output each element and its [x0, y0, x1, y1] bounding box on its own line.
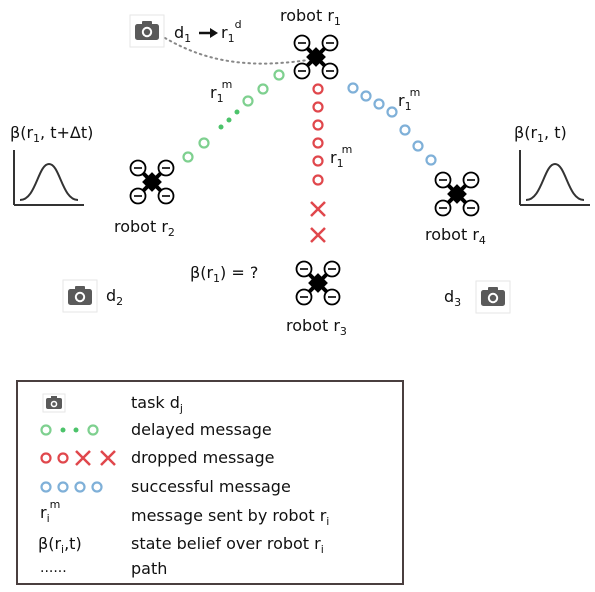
- camera-icon: [42, 393, 66, 413]
- task-d3-label: d3: [444, 287, 461, 309]
- delayed-message-chain: [182, 69, 285, 163]
- task-d2-label: d2: [106, 286, 123, 308]
- d1-label: d1: [174, 23, 191, 45]
- quadcopter-icon: [128, 158, 176, 206]
- legend-task-label: task dj: [131, 393, 183, 415]
- quadcopter-icon: [294, 259, 342, 307]
- robot-r2-label: robot r2: [114, 217, 175, 239]
- message-label-delayed: r1m: [210, 78, 232, 105]
- legend-path-symbol: ......: [40, 560, 67, 576]
- legend-delayed-label: delayed message: [131, 420, 272, 439]
- gaussian-curve-icon: [519, 149, 591, 206]
- robot-r1-label: robot r1: [280, 6, 341, 28]
- legend-dropped-symbol: [40, 450, 116, 466]
- legend-dropped-label: dropped message: [131, 448, 274, 467]
- legend-path-label: path: [131, 559, 167, 578]
- legend-successful-label: successful message: [131, 477, 291, 496]
- belief-label-left: β(r1, t+Δt): [10, 123, 93, 145]
- legend-message-label: message sent by robot ri: [131, 506, 329, 528]
- message-label-dropped: r1m: [330, 143, 352, 170]
- legend-successful-symbol: [40, 481, 103, 493]
- gaussian-curve-icon: [13, 149, 85, 206]
- quadcopter-icon: [292, 33, 340, 81]
- camera-icon: [62, 279, 98, 313]
- camera-icon: [475, 280, 511, 314]
- belief-label-unknown: β(r1) = ?: [190, 263, 258, 285]
- belief-label-right: β(r1, t): [514, 123, 567, 145]
- camera-icon: [129, 14, 165, 48]
- quadcopter-icon: [433, 170, 481, 218]
- arrow-icon: [199, 28, 218, 38]
- robot-r3-label: robot r3: [286, 316, 347, 338]
- legend-belief-label: state belief over robot ri: [131, 534, 324, 556]
- legend-delayed-symbol: [40, 424, 99, 436]
- successful-message-chain: [347, 82, 437, 166]
- legend: task dj delayed message dropped message …: [16, 380, 404, 585]
- dropped-message-chain: [310, 83, 326, 243]
- robot-r4-label: robot r4: [425, 225, 486, 247]
- message-label-successful: r1m: [398, 86, 420, 113]
- legend-message-symbol: rim: [40, 498, 60, 525]
- legend-belief-symbol: β(ri,t): [38, 534, 82, 556]
- r1d-label: r1d: [221, 18, 242, 45]
